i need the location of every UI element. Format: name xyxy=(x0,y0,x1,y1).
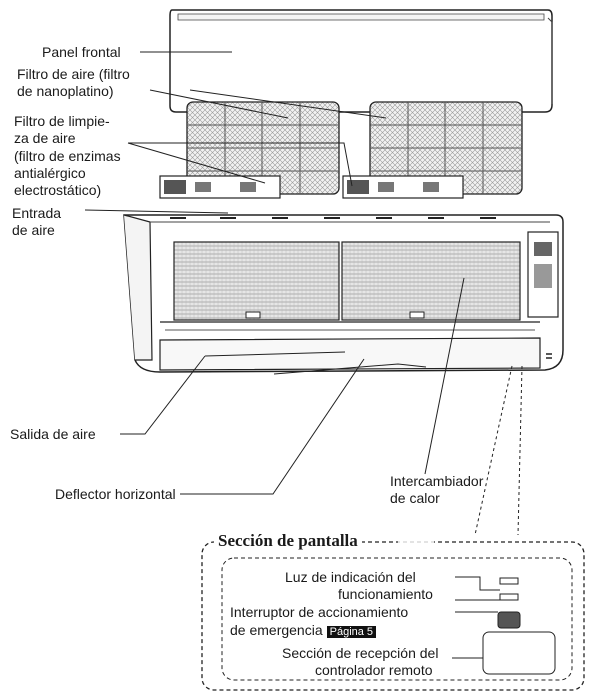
label-air-filter-1: Filtro de aire (filtro xyxy=(17,66,130,82)
display-section-box xyxy=(201,365,585,691)
air-filter-right xyxy=(342,101,523,199)
label-heat-exchanger-1: Intercambiador xyxy=(390,473,484,489)
label-indicator-light-2: funcionamiento xyxy=(338,586,433,602)
label-indicator-light-1: Luz de indicación del xyxy=(285,569,416,585)
label-remote-receiver-1: Sección de recepción del xyxy=(282,645,439,661)
air-filter-left xyxy=(159,101,340,199)
label-front-panel: Panel frontal xyxy=(42,44,121,60)
display-section-title: Sección de pantalla xyxy=(214,531,362,551)
label-cleaning-filter-1: Filtro de limpie- xyxy=(14,113,110,129)
label-cleaning-filter-3: (filtro de enzimas xyxy=(14,148,121,164)
label-cleaning-filter-2: za de aire xyxy=(14,130,76,146)
label-heat-exchanger-2: de calor xyxy=(390,490,440,506)
indoor-unit xyxy=(123,214,564,373)
front-panel xyxy=(169,9,553,113)
leader-lines xyxy=(84,51,465,495)
label-horizontal-deflector: Deflector horizontal xyxy=(55,486,176,502)
label-emergency-switch-1: Interruptor de accionamiento xyxy=(230,604,409,620)
label-air-inlet-2: de aire xyxy=(12,222,55,238)
label-air-inlet-1: Entrada xyxy=(12,205,62,221)
label-air-filter-2: de nanoplatino) xyxy=(17,83,114,99)
page-reference-badge: Página 5 xyxy=(326,626,377,638)
label-air-outlet: Salida de aire xyxy=(10,426,96,442)
label-cleaning-filter-4: antialérgico xyxy=(14,165,86,181)
label-remote-receiver-2: controlador remoto xyxy=(315,662,433,678)
label-cleaning-filter-5: electrostático) xyxy=(14,182,102,198)
label-emergency-switch-2-text: de emergencia xyxy=(230,622,323,638)
